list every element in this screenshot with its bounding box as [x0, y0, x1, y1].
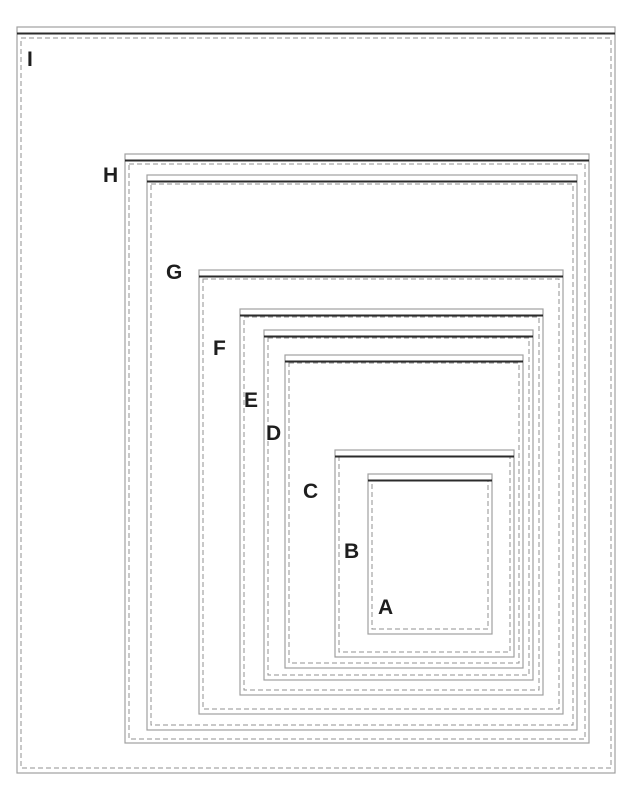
frame-c-label: C: [303, 480, 318, 503]
frame-a: [367, 473, 493, 635]
frame-h-label: H: [103, 164, 118, 187]
frame-b: [334, 449, 515, 658]
frame-f-label: F: [213, 337, 226, 360]
frame-i-outline: [16, 26, 616, 774]
frame-f-dashed-border: [202, 278, 560, 710]
frame-e-dashed-border: [243, 316, 540, 691]
frame-a-outline: [367, 473, 493, 635]
frame-i-label: I: [27, 48, 33, 71]
frame-d: [263, 329, 534, 681]
frame-g-label: G: [166, 261, 182, 284]
frame-g: [146, 174, 578, 731]
frame-a-label: A: [378, 596, 393, 619]
frame-e-label: E: [244, 389, 258, 412]
frame-f: [198, 269, 564, 715]
frame-g-dashed-border: [150, 183, 574, 726]
frame-d-outline: [263, 329, 534, 681]
labels-layer: I H G F ED C B A: [27, 48, 393, 619]
frame-b-dashed-border: [338, 456, 511, 653]
frame-b-label: B: [344, 540, 359, 563]
frame-i: [16, 26, 616, 774]
frame-i-dashed-border: [20, 37, 612, 769]
frame-f-outline: [198, 269, 564, 715]
frames-layer: [16, 26, 616, 774]
frame-e: [239, 308, 544, 696]
frame-c-outline: [284, 354, 524, 669]
frame-e-outline: [239, 308, 544, 696]
frame-d-label: D: [266, 422, 281, 445]
frame-h: [124, 153, 590, 744]
frame-g-outline: [146, 174, 578, 731]
frame-c: [284, 354, 524, 669]
frame-d-dashed-border: [267, 337, 530, 676]
frame-b-outline: [334, 449, 515, 658]
frame-h-outline: [124, 153, 590, 744]
frame-c-dashed-border: [288, 362, 520, 664]
frame-h-dashed-border: [128, 163, 586, 740]
